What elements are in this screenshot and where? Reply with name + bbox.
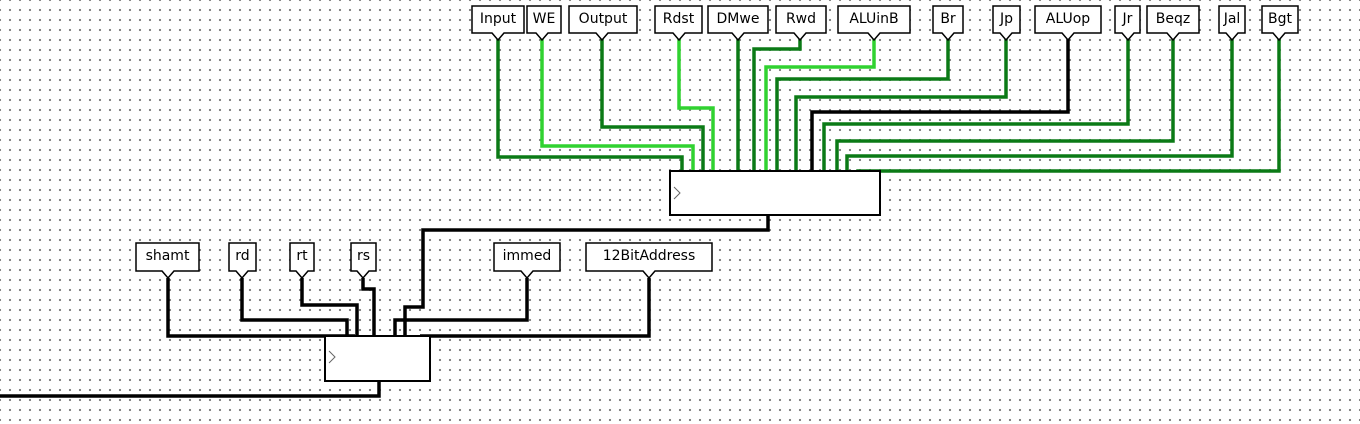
wire-beqz[interactable]	[835, 39, 1175, 173]
wire-jal[interactable]	[845, 39, 1234, 173]
pin-label: Jal	[1223, 11, 1241, 27]
pin-jr[interactable]: Jr	[1114, 5, 1141, 42]
pin-tunnel-shape	[992, 5, 1021, 42]
pin-dmwe[interactable]: DMwe	[707, 5, 769, 42]
pin-tunnel-shape	[1218, 5, 1246, 42]
pin-label: Output	[579, 11, 628, 27]
wire-12bitaddress[interactable]	[420, 278, 651, 338]
pin-label: Beqz	[1156, 11, 1190, 27]
wire-aluop[interactable]	[810, 39, 1070, 173]
pin-tunnel-shape	[654, 5, 703, 42]
pin-label: Input	[480, 11, 517, 27]
splitter-body	[669, 170, 881, 216]
wire-rt[interactable]	[300, 278, 359, 336]
wire-jp[interactable]	[794, 39, 1008, 173]
pin-label: rd	[235, 248, 249, 264]
wire-immed[interactable]	[393, 278, 529, 336]
wire-shamt[interactable]	[166, 278, 355, 338]
wire-br[interactable]	[775, 39, 950, 173]
pin-rdst[interactable]: Rdst	[654, 5, 703, 42]
pin-label: ALUinB	[849, 11, 898, 27]
pin-tunnel-shape	[289, 242, 315, 280]
pin-tunnel-shape	[526, 5, 562, 42]
pin-label: Jr	[1122, 11, 1133, 27]
pin-label: Rwd	[786, 11, 816, 27]
pin-immed[interactable]: immed	[493, 242, 561, 280]
wire-input[interactable]	[496, 39, 684, 173]
pin-tunnel-shape	[350, 242, 377, 280]
pin-jal[interactable]: Jal	[1218, 5, 1246, 42]
pin-aluinb[interactable]: ALUinB	[837, 5, 911, 42]
control-splitter[interactable]	[669, 170, 881, 216]
pin-tunnel-shape	[135, 242, 200, 280]
wire-output[interactable]	[600, 39, 705, 173]
pin-tunnel-shape	[568, 5, 638, 42]
pin-label: DMwe	[717, 11, 760, 27]
splitter-arrow-icon	[673, 186, 681, 200]
instruction-splitter[interactable]	[324, 335, 431, 382]
pin-rd[interactable]: rd	[228, 242, 257, 280]
pin-jp[interactable]: Jp	[992, 5, 1021, 42]
pin-beqz[interactable]: Beqz	[1146, 5, 1200, 42]
wire-instruction-out[interactable]	[0, 381, 381, 398]
pin-rt[interactable]: rt	[289, 242, 315, 280]
splitter-body	[324, 335, 431, 382]
pin-output[interactable]: Output	[568, 5, 638, 42]
pin-label: Bgt	[1268, 11, 1292, 27]
pin-tunnel-shape	[932, 5, 964, 42]
pin-label: 12BitAddress	[603, 248, 696, 264]
wire-rs[interactable]	[361, 278, 376, 336]
pin-we[interactable]: WE	[526, 5, 562, 42]
pin-label: rs	[357, 248, 370, 264]
pin-label: Jp	[999, 11, 1013, 27]
pin-tunnel-shape	[1146, 5, 1200, 42]
pin-tunnel-shape	[228, 242, 257, 280]
pin-label: immed	[503, 248, 552, 264]
pin-tunnel-shape	[837, 5, 911, 42]
pin-label: Rdst	[663, 11, 695, 27]
pin-label: shamt	[146, 248, 190, 264]
pin-tunnel-shape	[585, 242, 713, 280]
wire-rdst[interactable]	[677, 39, 715, 173]
pin-tunnel-shape	[775, 5, 827, 42]
wire-aluinb[interactable]	[764, 39, 876, 173]
pin-aluop[interactable]: ALUop	[1034, 5, 1102, 42]
pin-br[interactable]: Br	[932, 5, 964, 42]
pin-tunnel-shape	[1114, 5, 1141, 42]
wire-rd[interactable]	[240, 278, 349, 336]
pin-rwd[interactable]: Rwd	[775, 5, 827, 42]
pin-tunnel-shape	[707, 5, 769, 42]
wire-we[interactable]	[540, 39, 695, 173]
pin-tunnel-shape	[471, 5, 525, 42]
pin-label: WE	[533, 11, 556, 27]
pin-tunnel-shape	[493, 242, 561, 280]
wire-control-bundle[interactable]	[403, 215, 770, 336]
pin-tunnel-shape	[1261, 5, 1299, 42]
pin-label: Br	[940, 11, 956, 27]
pin-label: ALUop	[1046, 11, 1090, 27]
splitter-arrow-icon	[328, 350, 336, 364]
pin-bgt[interactable]: Bgt	[1261, 5, 1299, 42]
pin-tunnel-shape	[1034, 5, 1102, 42]
pin-rs[interactable]: rs	[350, 242, 377, 280]
pin-input[interactable]: Input	[471, 5, 525, 42]
wire-rwd[interactable]	[752, 39, 802, 173]
pin-12bitaddress[interactable]: 12BitAddress	[585, 242, 713, 280]
wire-jr[interactable]	[822, 39, 1130, 173]
pin-shamt[interactable]: shamt	[135, 242, 200, 280]
pin-label: rt	[296, 248, 308, 264]
